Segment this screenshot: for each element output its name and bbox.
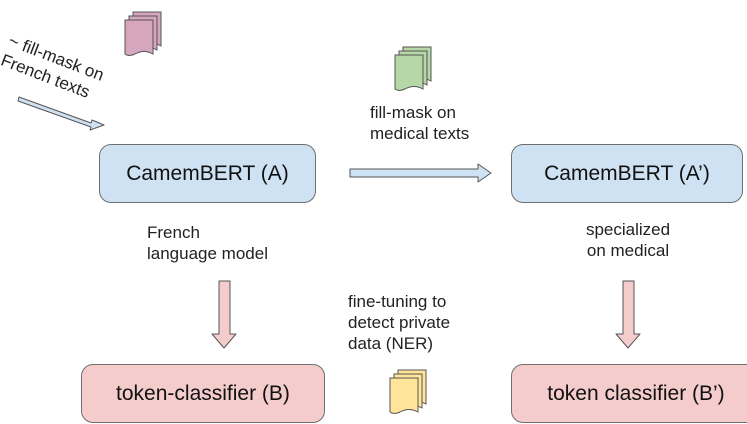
- specialized-label-line-2: on medical: [586, 241, 670, 260]
- medical-finetune-label: fill-mask on medical texts: [370, 102, 469, 144]
- ner-finetune-label: fine-tuning to detect private data (NER): [348, 291, 450, 354]
- specialized-label: specialized on medical: [568, 219, 688, 261]
- finetune-arrow-right: [615, 280, 641, 349]
- token-classifier-b-prime-node: token classifier (B’): [511, 364, 747, 423]
- medical-finetune-label-line-1: fill-mask on: [370, 103, 456, 122]
- french-lm-label-line-2: language model: [147, 244, 268, 263]
- french-lm-label: French language model: [147, 222, 268, 264]
- french-lm-label-line-1: French: [147, 223, 200, 242]
- french-docs-icon: [124, 11, 162, 56]
- ner-finetune-label-line-1: fine-tuning to: [348, 292, 447, 311]
- ner-finetune-label-line-3: data (NER): [348, 334, 434, 353]
- ner-finetune-label-line-2: detect private: [348, 313, 451, 332]
- camembert-a-prime-node: CamemBERT (A’): [511, 144, 743, 203]
- pretraining-arrow: [17, 96, 105, 131]
- medical-finetune-label-line-2: medical texts: [370, 124, 470, 143]
- token-classifier-b-node: token-classifier (B): [81, 364, 325, 423]
- specialized-label-line-1: specialized: [585, 220, 671, 239]
- finetune-arrow-left: [211, 280, 237, 349]
- ner-docs-icon: [389, 369, 427, 414]
- medical-docs-icon: [394, 46, 432, 91]
- domain-adaptation-arrow: [349, 163, 492, 183]
- camembert-a-node: CamemBERT (A): [99, 144, 316, 203]
